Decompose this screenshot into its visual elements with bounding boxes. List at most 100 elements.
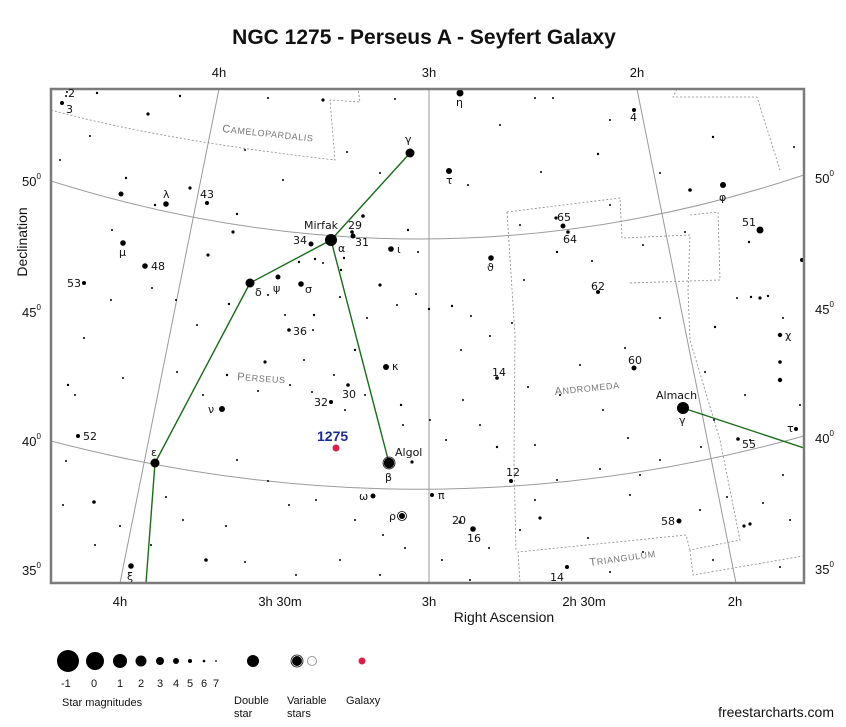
label-14-tri: 14 [550,571,564,584]
label-36: 36 [293,325,307,338]
y-axis-label: Declination [14,207,30,276]
legend: -1 0 1 2 3 4 5 6 7 Star magnitudes Doubl… [57,650,381,720]
label-rho-per: ρ [389,510,396,523]
label-gamma-per: γ [405,133,412,146]
label-gamma-and: γ [679,414,686,427]
label-58: 58 [661,515,675,528]
star-gamma-per [405,148,415,158]
label-lambda-per: λ [163,188,170,201]
legend-double-star-icon [247,655,259,667]
svg-text:3: 3 [157,678,163,690]
label-kappa-per: κ [392,360,399,373]
svg-text:2: 2 [138,678,144,690]
label-60: 60 [628,354,642,367]
label-29: 29 [348,219,362,232]
galaxy-ngc1275-label: 1275 [317,428,348,444]
label-52: 52 [83,430,97,443]
top-tick-4h: 4h [212,65,226,80]
label-omega-per: ω [359,490,368,503]
label-chi-and: χ [785,329,792,342]
legend-galaxy-icon [358,657,366,665]
svg-text:-1: -1 [61,678,71,690]
label-delta-per: δ [255,286,262,299]
ra-grid-2h [636,89,737,583]
label-65: 65 [557,211,571,224]
svg-text:0: 0 [91,678,97,690]
stars [59,89,804,581]
svg-text:stars: stars [287,708,311,720]
dec-grid-50 [51,174,804,240]
label-pi-per: π [438,489,445,502]
label-32: 32 [314,396,328,409]
credit: freestarcharts.com [718,704,834,720]
label-30: 30 [342,388,356,401]
name-algol: Algol [395,446,422,459]
star-mirfak [325,234,337,246]
bottom-tick-4h: 4h [113,594,127,609]
ra-grid-4h [119,89,220,583]
label-31: 31 [355,236,369,249]
label-tau-and: τ [787,422,794,435]
legend-mag-6 [202,659,206,663]
legend-mag-5 [188,659,192,663]
label-3: 3 [66,103,73,116]
legend-mag--1 [57,650,79,672]
label-xi-per: ξ [127,570,133,583]
svg-text:Galaxy: Galaxy [346,695,381,707]
label-nu-per: ν [208,403,214,416]
legend-magnitudes-caption: Star magnitudes [62,697,143,709]
legend-variable-star-icon [292,656,302,666]
star-delta-per [245,278,255,288]
label-53: 53 [67,277,81,290]
legend-mag-3 [156,657,164,665]
svg-text:400: 400 [815,429,834,446]
constellation-boundaries [51,89,804,583]
label-14-and: 14 [492,366,506,379]
dec-grid-40 [51,435,804,490]
label-62: 62 [591,280,605,293]
bottom-tick-2h30m: 2h 30m [562,594,605,609]
legend-variable-star-faint-icon [307,656,317,666]
x-axis-label: Right Ascension [454,609,554,625]
label-12: 12 [506,466,520,479]
const-perseus: PERSEUS [237,371,286,386]
dec-ticks-left: 500 450 400 350 [22,172,41,578]
label-64: 64 [563,233,577,246]
svg-text:350: 350 [815,560,834,577]
legend-mag-2 [135,655,147,667]
label-beta-per: β [385,471,392,484]
svg-text:Variable: Variable [287,695,327,707]
label-4: 4 [630,111,637,124]
svg-text:500: 500 [22,172,41,189]
svg-text:1: 1 [117,678,123,690]
label-16: 16 [467,532,481,545]
star-labels: 2 3 η 4 γ τ φ λ 43 μ 48 53 34 29 31 α ι … [66,87,794,584]
label-epsilon-per: ε [151,446,157,459]
label-phi-and: φ [719,191,726,204]
label-tau-per: τ [446,174,453,187]
svg-text:350: 350 [22,561,41,578]
svg-text:450: 450 [22,303,41,320]
name-almach: Almach [656,389,697,402]
label-psi-per: ψ [273,282,280,295]
label-theta-per: ϑ [487,261,494,274]
plot-frame [49,87,806,585]
label-43: 43 [200,188,214,201]
svg-text:7: 7 [213,678,219,690]
name-mirfak: Mirfak [304,219,339,232]
label-48: 48 [151,260,165,273]
svg-text:5: 5 [187,678,193,690]
label-alpha-per: α [338,242,345,255]
star-almach [677,402,689,414]
label-mu-per: μ [119,246,126,259]
galaxy-ngc1275-marker [332,444,340,452]
star-algol [383,457,395,469]
svg-text:400: 400 [22,432,41,449]
svg-text:500: 500 [815,169,834,186]
legend-mag-1 [113,654,127,668]
legend-mag-0 [86,652,104,670]
svg-text:4: 4 [173,678,179,690]
legend-mag-7 [215,660,217,662]
label-20: 20 [452,514,466,527]
